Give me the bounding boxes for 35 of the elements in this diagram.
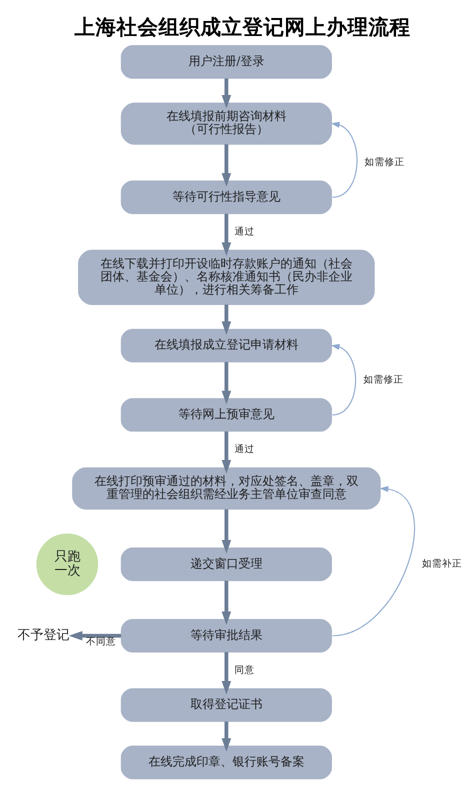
arrow (222, 362, 232, 404)
node-text: 不予登记 (17, 628, 70, 644)
arrow (222, 432, 232, 474)
edge-label: 通过 (234, 226, 255, 238)
node-box: 在线打印预审通过的材料，对应处签名、盖章，双重管理的社会组织需经业务主管单位审查同意 (72, 467, 381, 510)
edge-label: 如需修正 (364, 157, 404, 168)
node-box: 在线下载并打印开设临时存款账户的通知（社会团体、基金会）、名称核准通知书（民办非企业单位），进行相关筹备工作 (78, 250, 375, 306)
arrow (222, 652, 232, 695)
edge-label: 如需修正 (363, 374, 404, 386)
arrow (222, 304, 232, 336)
node-box: 取得登记证书 (120, 688, 332, 722)
edge-label: 不同意 (86, 636, 116, 648)
node-box: 等待网上预审意见 (120, 398, 332, 432)
arrow (330, 122, 358, 198)
arrow (222, 580, 232, 626)
arrow (222, 214, 232, 256)
node-box: 等待审批结果 (120, 618, 332, 653)
edge-label: 如需补正 (422, 558, 462, 570)
arrow (330, 344, 356, 416)
arrow (68, 631, 122, 640)
arrow (332, 486, 415, 636)
edge-label: 通过 (234, 444, 255, 455)
arrow (222, 722, 232, 752)
arrow (222, 509, 232, 554)
node-box: 等待可行性指导意见 (120, 180, 332, 214)
node-box: 在线填报成立登记申请材料 (120, 328, 332, 362)
node-box: 递交窗口受理 (120, 548, 332, 582)
node-box: 用户注册/登录 (120, 45, 332, 79)
diagram-title: 上海社会组织成立登记网上办理流程 (74, 15, 411, 40)
edge-label: 同意 (234, 664, 255, 676)
node-box: 在线填报前期咨询材料（可行性报告） (120, 102, 332, 145)
arrow (222, 78, 232, 109)
node-box: 在线完成印章、银行账号备案 (120, 746, 332, 780)
node-circle: 只跑一次 (36, 533, 98, 596)
arrow (222, 144, 232, 187)
